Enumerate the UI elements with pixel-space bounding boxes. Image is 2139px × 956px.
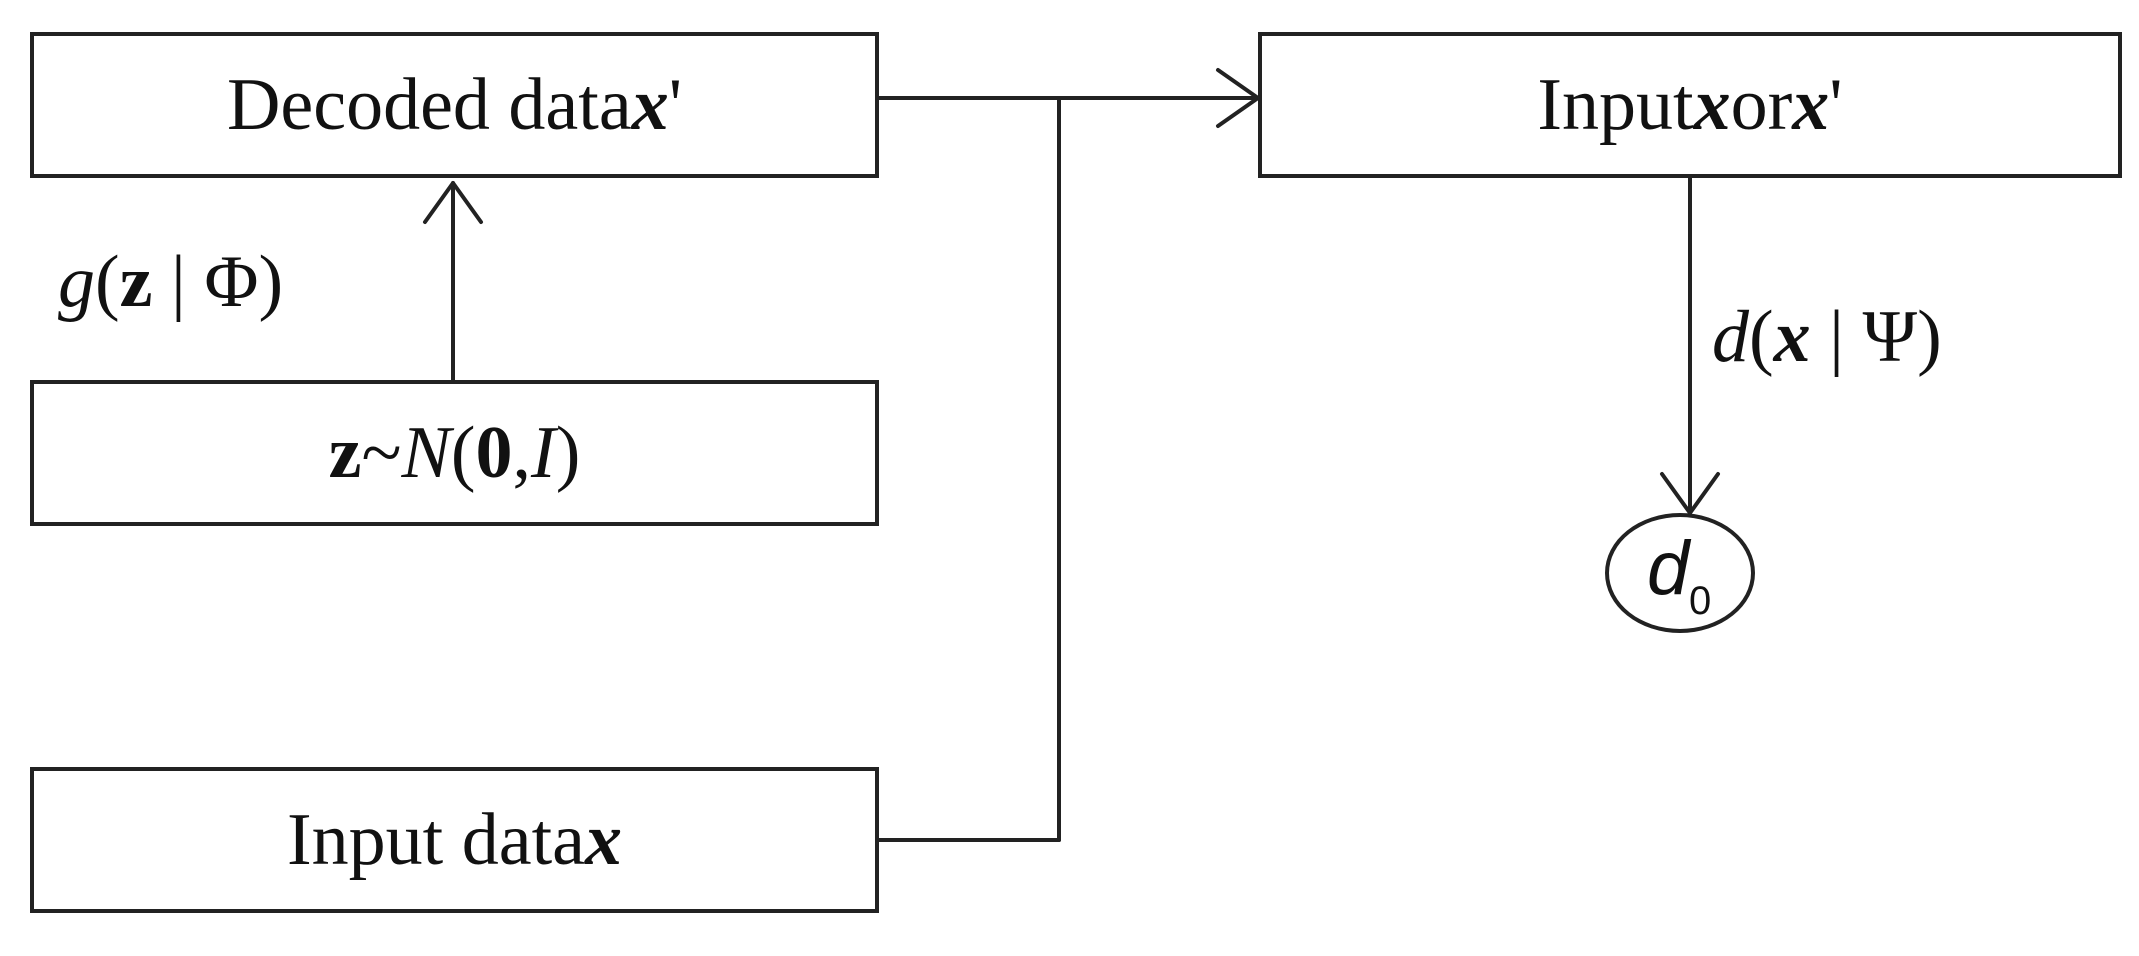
output-node-main: d	[1647, 526, 1690, 611]
latent-n: N	[401, 411, 451, 494]
discriminator-fn: d	[1712, 296, 1749, 378]
input-data-box: Input data x	[30, 767, 879, 913]
generator-arrowhead	[423, 181, 483, 224]
input-data-prefix: Input data	[287, 798, 585, 881]
latent-comma: ,	[512, 411, 532, 494]
decoded-data-var: x	[631, 63, 669, 146]
input-var1: x	[1693, 63, 1731, 146]
input-data-var: x	[584, 798, 622, 881]
generator-z: z	[119, 241, 153, 323]
discriminator-param: Ψ	[1862, 296, 1918, 378]
input-x-or-prime-box: Input x or x'	[1258, 32, 2122, 178]
input-prefix: Input	[1537, 63, 1694, 146]
latent-tilde: ~	[361, 411, 402, 494]
generator-open: (	[95, 241, 120, 323]
decoded-data-prime: '	[668, 63, 683, 146]
output-node-sub: 0	[1689, 579, 1712, 623]
generator-param: Φ	[204, 241, 259, 323]
latent-zero: 0	[475, 411, 513, 494]
discriminator-bar: |	[1810, 296, 1863, 378]
latent-close: )	[555, 411, 581, 494]
latent-box: z ~ N(0, I)	[30, 380, 879, 526]
generator-close: )	[258, 241, 284, 323]
decoded-data-box: Decoded data x'	[30, 32, 879, 178]
latent-open: (	[450, 411, 476, 494]
generator-bar: |	[152, 241, 205, 323]
discriminator-label: d(x | Ψ)	[1712, 300, 1942, 374]
discriminator-close: )	[1917, 296, 1942, 378]
discriminator-x: x	[1773, 296, 1811, 378]
latent-z: z	[328, 411, 362, 494]
output-node-circle: d 0	[1605, 513, 1755, 633]
generator-fn: g	[58, 241, 95, 323]
discriminator-open: (	[1749, 296, 1774, 378]
input-mid: or	[1730, 63, 1793, 146]
input-prime: '	[1829, 63, 1843, 146]
input-var2: x	[1792, 63, 1830, 146]
latent-i: I	[531, 411, 556, 494]
generator-label: g(z | Φ)	[58, 245, 283, 319]
decoded-data-prefix: Decoded data	[226, 63, 632, 146]
